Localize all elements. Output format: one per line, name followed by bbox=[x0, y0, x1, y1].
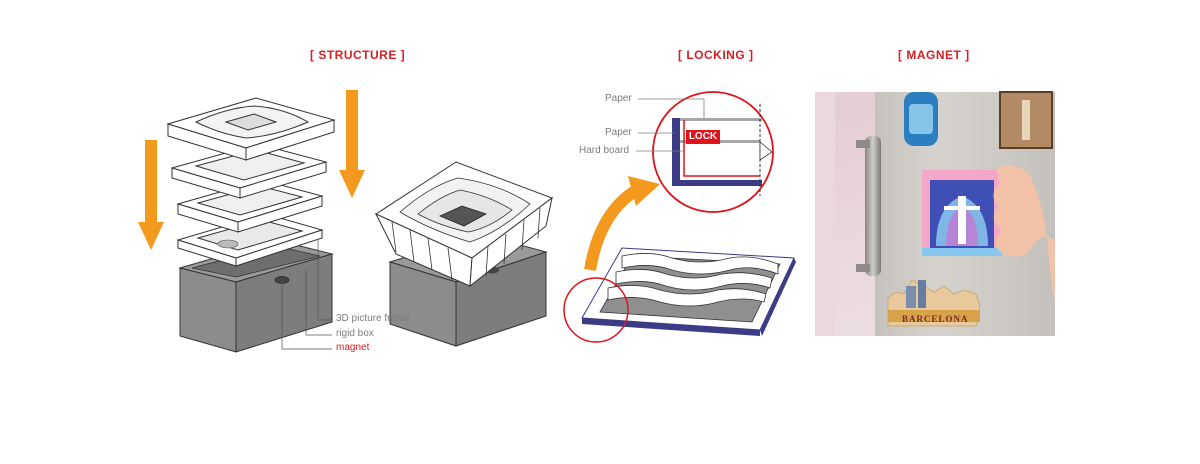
label-paper-top: Paper bbox=[605, 93, 632, 104]
paper-layers bbox=[166, 97, 336, 267]
rigid-box-shape bbox=[178, 239, 334, 353]
frame-box-shape bbox=[581, 247, 796, 336]
locking-leader-lines bbox=[636, 98, 705, 152]
label-3d-picture-frame: 3D picture frame bbox=[336, 313, 410, 324]
down-arrow-right-icon bbox=[339, 90, 365, 198]
down-arrow-left-icon bbox=[138, 140, 164, 250]
souvenir-magnet-barcelona bbox=[887, 279, 981, 327]
locking-diagram bbox=[563, 91, 796, 343]
magnet-title: [ MAGNET ] bbox=[898, 48, 970, 62]
curved-arrow-icon bbox=[584, 182, 644, 272]
barcelona-souvenir-text: BARCELONA bbox=[902, 314, 969, 324]
structure-title: [ STRUCTURE ] bbox=[310, 48, 406, 62]
souvenir-magnet-top-left bbox=[904, 92, 938, 146]
label-paper-mid: Paper bbox=[605, 127, 632, 138]
magnet-photo bbox=[815, 91, 1055, 336]
souvenir-magnet-top-right bbox=[999, 91, 1053, 149]
hand bbox=[993, 165, 1055, 300]
lock-detail-circle bbox=[652, 91, 774, 213]
structure-leader-lines bbox=[281, 240, 332, 350]
locking-title: [ LOCKING ] bbox=[678, 48, 754, 62]
fridge-handle bbox=[865, 136, 881, 276]
detail-circle-small bbox=[563, 277, 629, 343]
assembled-box-shape bbox=[374, 161, 554, 347]
paper-frame-magnet bbox=[922, 170, 1002, 256]
label-hard-board: Hard board bbox=[579, 145, 630, 156]
structure-diagram bbox=[138, 90, 554, 353]
label-rigid-box: rigid box bbox=[336, 328, 374, 339]
label-magnet: magnet bbox=[336, 342, 370, 353]
lock-badge: LOCK bbox=[686, 130, 720, 144]
